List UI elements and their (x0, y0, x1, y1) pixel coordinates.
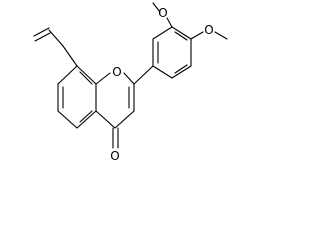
bond-aryl-2 (152, 26, 173, 40)
bond-benzo-c5-c4a (76, 110, 97, 129)
bond-aryl-o-top (166, 17, 173, 28)
bond-c4-c4a (95, 110, 116, 129)
bond-c8a-o1 (95, 72, 111, 85)
bond-aryl-6 (152, 65, 173, 79)
bond-aryl-o-right (190, 31, 204, 40)
chemical-structure-diagram: O O O O (33, 2, 228, 163)
bond-allyl-terminal-double-a (33, 27, 50, 37)
bond-aryl-inner-double-3 (174, 64, 188, 74)
bond-benzo-c6-c5 (57, 110, 78, 129)
bond-o1-c2 (123, 72, 135, 85)
methoxy-oxygen-top-label: O (158, 6, 167, 20)
methoxy-oxygen-right-label: O (204, 23, 213, 37)
carbonyl-oxygen-label: O (110, 149, 119, 163)
bond-aryl-inner-double-2 (174, 31, 188, 41)
bond-benzo-inner-double-3 (79, 71, 93, 85)
ring-oxygen-label: O (112, 65, 121, 79)
bond-aryl-3 (171, 26, 192, 40)
bond-c2-aryl (133, 65, 154, 85)
bond-benzo-c8a-c8 (76, 65, 97, 85)
atom-labels: O O O O (110, 6, 213, 163)
bond-c3-c4 (114, 110, 135, 129)
bond-allyl-terminal-double-b (34, 32, 51, 42)
bond-allyl-single (48, 29, 64, 47)
bond-o-top-methyl (152, 2, 161, 13)
bond-o-right-methyl (214, 31, 228, 40)
bond-set (33, 2, 228, 149)
bond-allyl-to-ring (62, 45, 78, 67)
bond-benzo-c8-c7 (57, 65, 78, 85)
bond-benzo-inner-double-2 (79, 110, 93, 123)
bond-aryl-5 (171, 65, 192, 79)
